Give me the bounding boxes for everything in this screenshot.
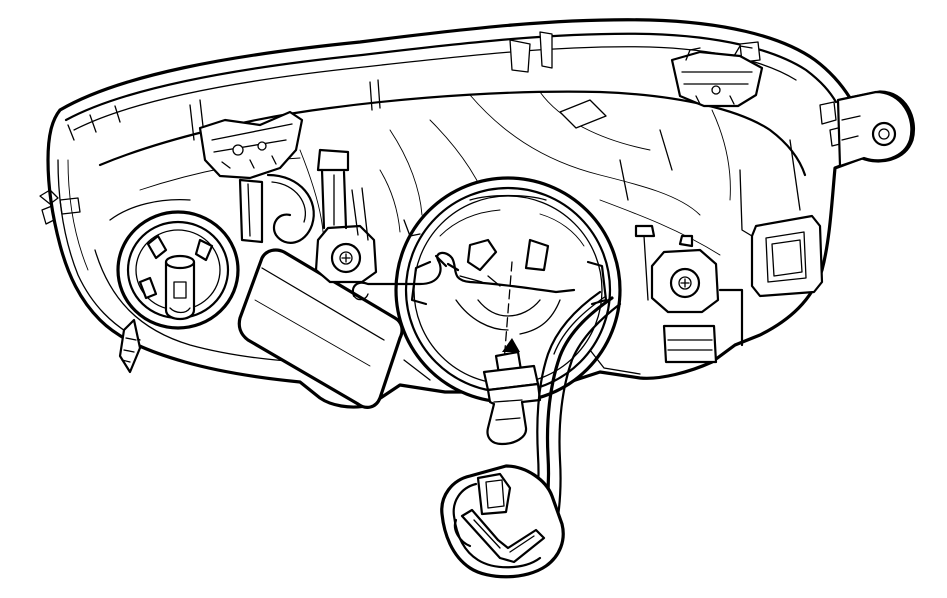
rectangular-module <box>237 248 404 409</box>
aim-adjuster-bracket-left <box>198 110 315 244</box>
mounting-bracket <box>836 90 913 168</box>
right-latch-block <box>662 288 744 364</box>
housing-details <box>379 109 731 381</box>
bulb-alignment-axis <box>503 261 513 363</box>
adjuster-screw-left <box>314 148 378 284</box>
wire-retaining-clip <box>351 251 576 301</box>
locating-pin <box>118 318 142 374</box>
adjuster-screw-right <box>634 224 720 314</box>
bulb-connector <box>440 464 565 579</box>
vent-box <box>739 139 824 298</box>
halogen-bulb <box>482 338 542 446</box>
turn-signal-socket <box>116 210 240 330</box>
aim-adjuster-bracket-right <box>670 45 764 108</box>
